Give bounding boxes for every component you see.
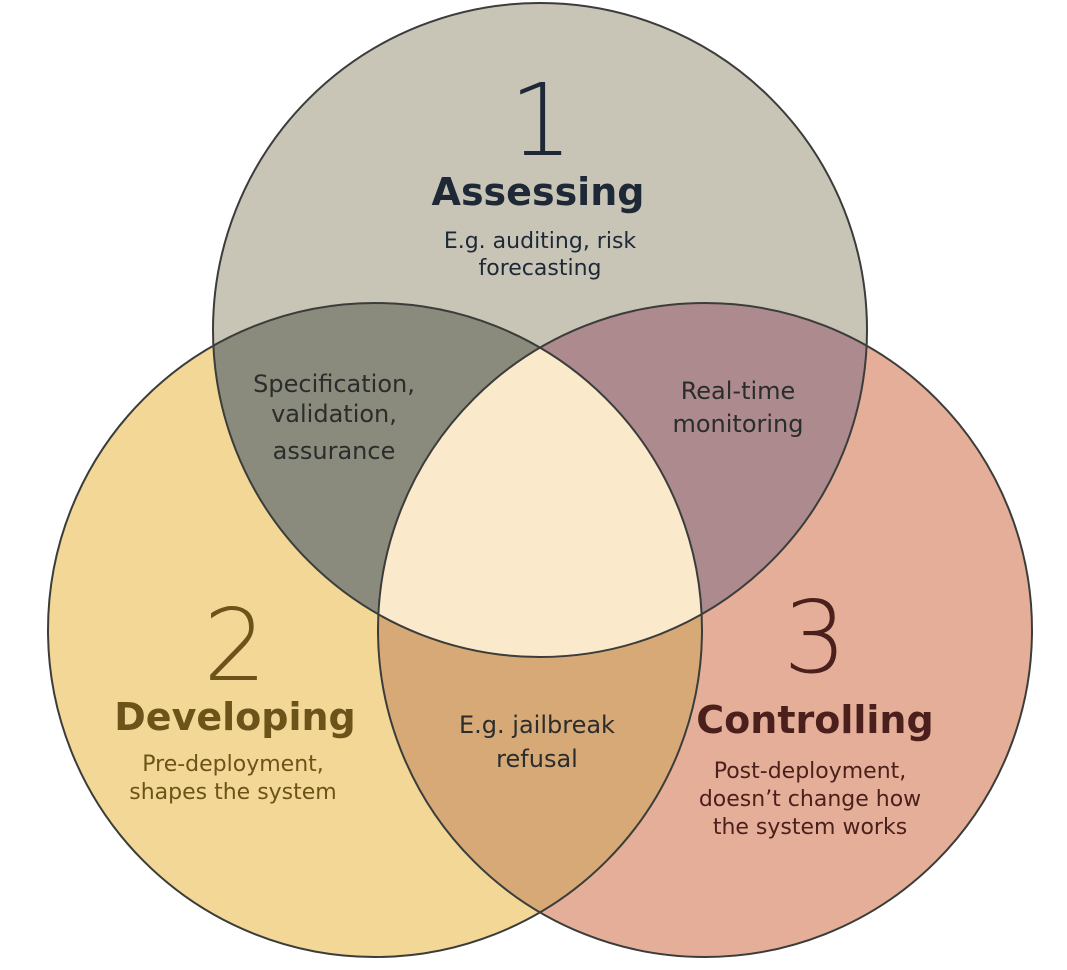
- assessing-developing-label-line-2: validation,: [271, 400, 397, 428]
- developing-controlling-label-line-1: E.g. jailbreak: [459, 711, 615, 739]
- assessing-developing-label-line-1: Specification,: [253, 370, 415, 398]
- controlling-desc-line-2: doesn’t change how: [699, 787, 921, 812]
- developing-outline: [47, 302, 703, 958]
- developing-number: 2: [203, 587, 267, 704]
- assessing-outline: [212, 2, 868, 658]
- controlling-outline: [377, 302, 1033, 958]
- assessing-desc-line-2: forecasting: [479, 256, 602, 281]
- assessing-developing-label-line-3: assurance: [273, 437, 396, 465]
- center-overlap: [378, 303, 702, 657]
- assessing-title: Assessing: [432, 170, 645, 214]
- controlling-number: 3: [783, 579, 847, 696]
- assessing-desc-line-1: E.g. auditing, risk: [444, 229, 637, 254]
- controlling-title: Controlling: [696, 698, 933, 742]
- controlling-desc-line-3: the system works: [713, 815, 907, 840]
- controlling-desc-line-1: Post-deployment,: [714, 759, 907, 784]
- developing-controlling-label-line-2: refusal: [496, 745, 578, 773]
- developing-desc-line-1: Pre-deployment,: [142, 752, 324, 777]
- assessing-controlling-label-line-2: monitoring: [672, 410, 803, 438]
- assessing-controlling-label-line-1: Real-time: [681, 377, 796, 405]
- developing-desc-line-2: shapes the system: [129, 780, 336, 805]
- assessing-number: 1: [509, 62, 573, 179]
- developing-title: Developing: [114, 695, 355, 739]
